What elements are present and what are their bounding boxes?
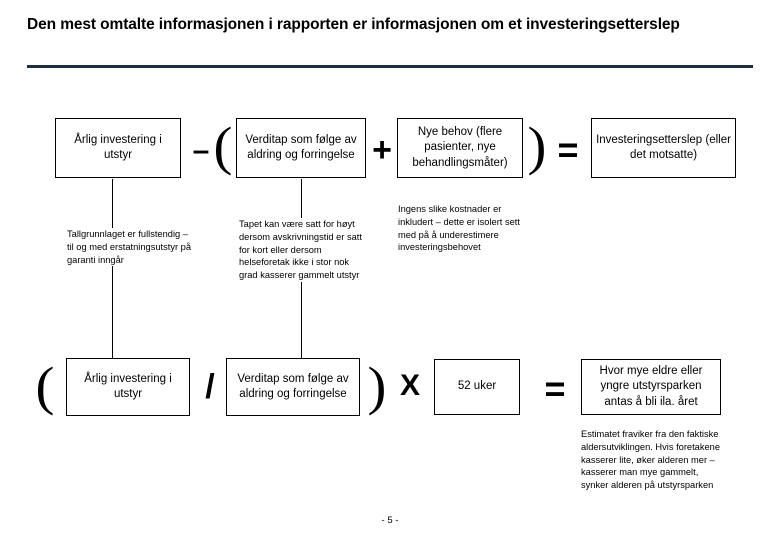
operator-equals-2-icon: = bbox=[544, 368, 566, 409]
box-verditap[interactable]: Verditap som følge av aldring og forring… bbox=[236, 118, 366, 178]
connector-line-left bbox=[112, 179, 113, 358]
operator-minus-icon: – bbox=[192, 134, 210, 167]
open-paren-2-icon: ( bbox=[35, 356, 55, 416]
box-label: Verditap som følge av aldring og forring… bbox=[237, 372, 349, 400]
operator-divide-icon: / bbox=[205, 368, 215, 406]
box-label: Årlig investering i utstyr bbox=[84, 372, 172, 400]
box-label: Verditap som følge av aldring og forring… bbox=[245, 133, 357, 161]
page-title: Den mest omtalte informasjonen i rapport… bbox=[27, 16, 680, 33]
annotation-tallgrunnlag: Tallgrunnlaget er fullstendig – til og m… bbox=[67, 228, 197, 267]
close-paren-icon: ) bbox=[527, 116, 547, 176]
annotation-estimat: Estimatet fraviker fra den faktiske alde… bbox=[581, 428, 727, 493]
box-investeringsetterslep[interactable]: Investeringsetterslep (eller det motsatt… bbox=[591, 118, 736, 178]
box-aldersutvikling[interactable]: Hvor mye eldre eller yngre utstyrsparken… bbox=[581, 359, 721, 415]
box-label: Investeringsetterslep (eller det motsatt… bbox=[596, 133, 731, 161]
box-label: 52 uker bbox=[457, 380, 497, 393]
open-paren-icon: ( bbox=[213, 116, 233, 176]
annotation-tapet: Tapet kan være satt for høyt dersom avsk… bbox=[239, 218, 367, 283]
title-underline-rule bbox=[27, 65, 753, 68]
operator-plus-icon: + bbox=[372, 131, 392, 169]
box-label: Hvor mye eldre eller yngre utstyrsparken… bbox=[599, 365, 703, 408]
annotation-ingens: Ingens slike kostnader er inkludert – de… bbox=[398, 203, 522, 255]
box-label: Årlig investering i utstyr bbox=[74, 133, 162, 161]
close-paren-2-icon: ) bbox=[367, 356, 387, 416]
page-title-block: Den mest omtalte informasjonen i rapport… bbox=[27, 14, 753, 36]
box-verditap-2[interactable]: Verditap som følge av aldring og forring… bbox=[226, 358, 360, 416]
box-label: Nye behov (flere pasienter, nye behandli… bbox=[412, 126, 508, 169]
box-52-uker[interactable]: 52 uker bbox=[434, 359, 520, 415]
box-arlig-investering-2[interactable]: Årlig investering i utstyr bbox=[66, 358, 190, 416]
page-number: - 5 - bbox=[381, 515, 399, 526]
operator-multiply-icon: X bbox=[399, 369, 420, 402]
operator-equals-icon: = bbox=[557, 129, 579, 170]
box-nye-behov[interactable]: Nye behov (flere pasienter, nye behandli… bbox=[397, 118, 523, 178]
box-arlig-investering[interactable]: Årlig investering i utstyr bbox=[55, 118, 181, 178]
